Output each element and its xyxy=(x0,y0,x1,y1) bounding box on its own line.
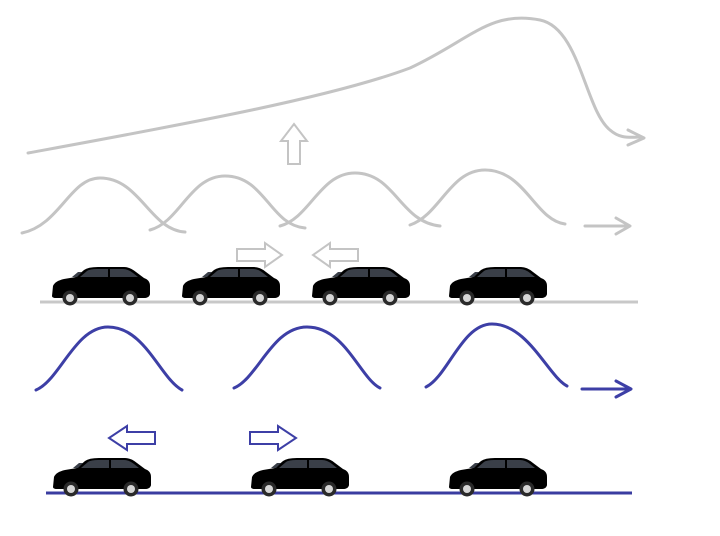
blue-separate-waves xyxy=(34,322,569,392)
gray-hollow-arrow-left-icon xyxy=(311,241,359,269)
blue-cars xyxy=(53,458,547,497)
gray-wave-2 xyxy=(148,174,307,232)
gray-wave-4 xyxy=(408,168,567,227)
blue-car-icon xyxy=(251,458,349,497)
gray-scene xyxy=(20,16,646,306)
blue-wave-2 xyxy=(232,325,382,390)
gray-hollow-arrow-up-icon xyxy=(278,122,310,165)
gray-overlapping-waves xyxy=(20,168,567,235)
gray-hollow-arrow-right-icon xyxy=(236,241,284,269)
blue-hollow-arrow-right-icon xyxy=(249,424,298,452)
blue-hollow-arrow-left-icon xyxy=(107,424,156,452)
gray-wave-1 xyxy=(20,176,187,235)
gray-envelope-arrowhead xyxy=(626,128,646,147)
blue-wave-1 xyxy=(34,325,184,392)
blue-car-icon xyxy=(449,458,547,497)
blue-wave-3 xyxy=(424,322,569,389)
blue-scene xyxy=(34,322,633,497)
gray-cars xyxy=(52,267,547,306)
blue-line-arrow-icon xyxy=(580,379,633,399)
gray-car-icon xyxy=(312,267,410,306)
gray-line-arrow-icon xyxy=(583,216,632,236)
gray-car-icon xyxy=(52,267,150,306)
gray-car-icon xyxy=(182,267,280,306)
gray-envelope-wave xyxy=(26,16,642,155)
gray-wave-3 xyxy=(278,171,442,228)
gray-car-icon xyxy=(449,267,547,306)
blue-car-icon xyxy=(53,458,151,497)
